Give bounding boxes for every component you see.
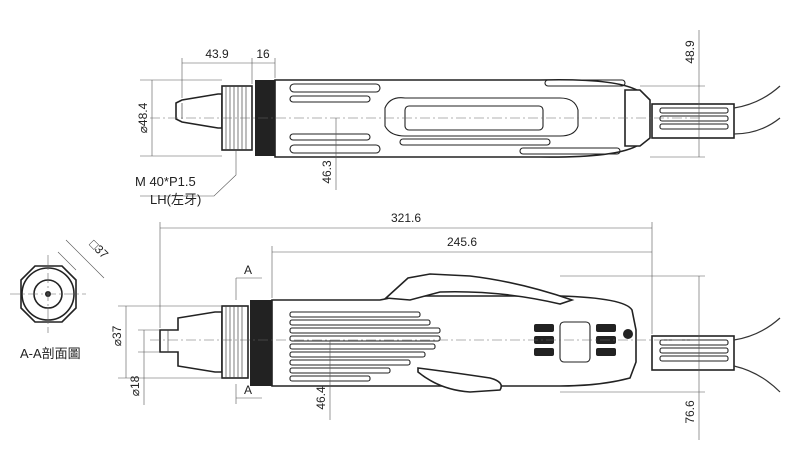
side-knurled-ring (250, 300, 272, 386)
side-cable (733, 317, 781, 393)
dim-diameter-18: ⌀18 (128, 375, 142, 396)
dim-46-3: 46.3 (320, 160, 334, 184)
top-cable (733, 85, 781, 135)
dim-43-9: 43.9 (205, 47, 229, 61)
side-rear-screw (623, 329, 633, 339)
dim-16: 16 (256, 47, 270, 61)
dim-diameter-48-4: ⌀48.4 (136, 102, 150, 133)
side-nose (159, 311, 223, 373)
dim-76-6: 76.6 (683, 400, 697, 424)
thread-direction: LH(左牙) (150, 192, 201, 207)
top-handle-window (384, 97, 579, 137)
side-bottom-hook (417, 367, 503, 393)
section-caption: A-A剖面圖 (20, 346, 81, 361)
section-view: □37 A-A剖面圖 (10, 237, 111, 361)
side-lever (384, 273, 575, 305)
top-grip-slots (289, 79, 626, 155)
top-nose (175, 93, 223, 129)
dim-321-6: 321.6 (391, 211, 421, 225)
section-mark-bottom: A (244, 383, 252, 397)
dim-245-6: 245.6 (447, 235, 477, 249)
section-mark-top: A (244, 263, 252, 277)
dim-48-9: 48.9 (683, 40, 697, 64)
top-view: 43.9 16 ⌀48.4 48.9 46.3 M 40*P1.5 LH(左牙) (135, 30, 781, 207)
dim-46-4: 46.4 (314, 386, 328, 410)
side-main-body (271, 295, 637, 387)
side-switch-panel (559, 321, 591, 363)
side-view: 321.6 245.6 A A ⌀37 ⌀18 46.4 76.6 (110, 211, 781, 440)
dim-square-37: □37 (87, 237, 112, 262)
thread-spec: M 40*P1.5 (135, 174, 196, 189)
dim-diameter-37: ⌀37 (110, 325, 124, 346)
